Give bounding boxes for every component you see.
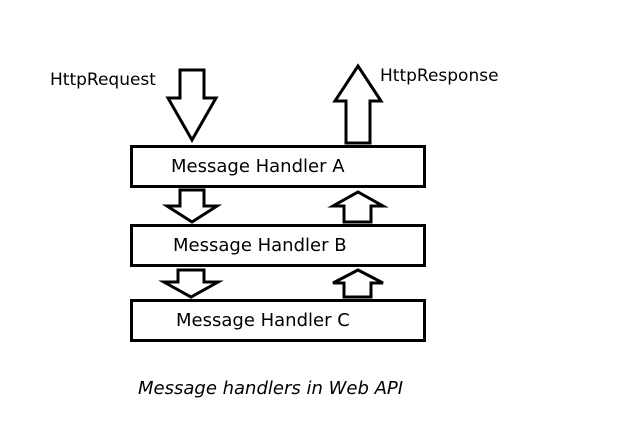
- http-request-label: HttpRequest: [50, 70, 156, 90]
- message-handler-b-box: Message Handler B: [130, 224, 426, 267]
- message-handler-a-box: Message Handler A: [130, 145, 426, 188]
- response-arrow-c-to-b: [332, 268, 384, 299]
- response-arrow-up: [332, 63, 384, 145]
- request-arrow-b-to-c: [158, 268, 224, 299]
- diagram-caption: Message handlers in Web API: [138, 378, 404, 399]
- request-arrow-down: [165, 68, 219, 144]
- message-handler-c-box: Message Handler C: [130, 299, 426, 342]
- response-arrow-b-to-a: [327, 190, 389, 224]
- request-arrow-a-to-b: [161, 188, 223, 224]
- message-handler-b-label: Message Handler B: [173, 235, 347, 256]
- http-response-label: HttpResponse: [380, 66, 499, 86]
- message-handler-a-label: Message Handler A: [171, 156, 345, 177]
- message-handler-c-label: Message Handler C: [176, 310, 350, 331]
